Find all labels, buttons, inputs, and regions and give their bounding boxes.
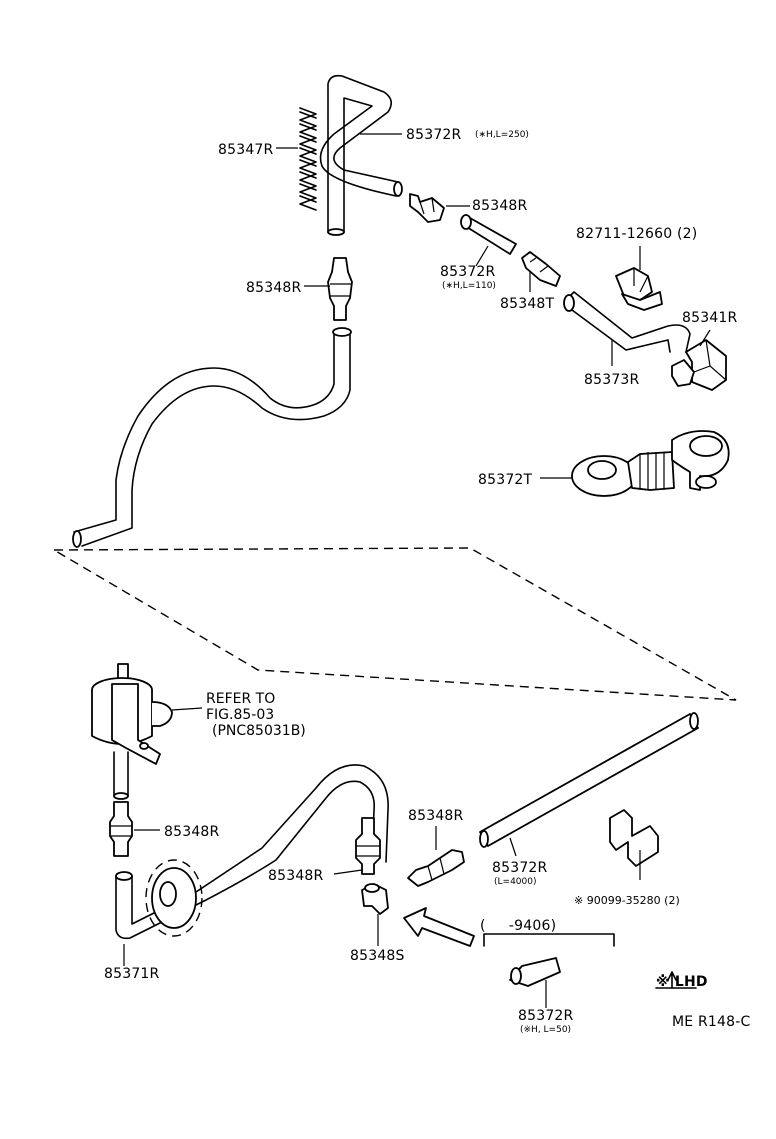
- label-85348S: 85348S: [350, 948, 405, 964]
- hose-85372R-long: [479, 712, 699, 848]
- label-date-range: ( -9406): [480, 918, 556, 934]
- label-85348R-b: 85348R: [246, 280, 302, 296]
- label-85348R-c: 85348R: [164, 824, 220, 840]
- ref-code: ME R148-C: [672, 1014, 750, 1030]
- label-85348R-a: 85348R: [472, 198, 528, 214]
- connector-85348T: [521, 251, 561, 287]
- label-85348T: 85348T: [500, 296, 555, 312]
- label-82711: 82711-12660 (2): [576, 226, 697, 242]
- valve-assembly: [91, 663, 173, 800]
- label-85372T: 85372T: [478, 472, 533, 488]
- refer-line-1: REFER TO: [206, 691, 275, 707]
- hose-85371R: [115, 764, 389, 940]
- label-85371R: 85371R: [104, 966, 160, 982]
- label-85348R-d: 85348R: [268, 868, 324, 884]
- bracket-85341R: [671, 339, 727, 391]
- connector-85348R-b: [327, 257, 353, 321]
- hose-85372R-top: [319, 74, 403, 236]
- label-85348R-e: 85348R: [408, 808, 464, 824]
- refer-line-3: (PNC85031B): [212, 723, 306, 739]
- label-85372R-top-sub: (∗H,L=250): [475, 130, 529, 140]
- hose-85372R-mid: [460, 214, 517, 255]
- hose-85373R: [563, 291, 691, 353]
- date-bracket: [483, 933, 615, 947]
- refer-line-2: FIG.85-03: [206, 707, 274, 723]
- hose-curve-upper: [72, 327, 352, 548]
- labels: 85347R 85372R (∗H,L=250) 85348R 82711-12…: [104, 127, 750, 1035]
- arrow-to-85348S: [403, 907, 475, 947]
- clip-90099: [609, 809, 659, 867]
- label-85372R-long: 85372R: [492, 860, 548, 876]
- hose-85372R-bot: [509, 957, 561, 987]
- elbow-85348S: [361, 883, 389, 915]
- label-85372R-top: 85372R: [406, 127, 462, 143]
- connector-85348R-d: [355, 817, 381, 875]
- label-85372R-mid: 85372R: [440, 264, 496, 280]
- clip-82711: [615, 267, 663, 311]
- leader-lines: [123, 133, 711, 1008]
- connector-85348R-e: [407, 849, 465, 887]
- label-85347R: 85347R: [218, 142, 274, 158]
- spring-85347R: [299, 107, 317, 211]
- label-85373R: 85373R: [584, 372, 640, 388]
- label-85372R-bot: 85372R: [518, 1008, 574, 1024]
- label-90099: ※ 90099-35280 (2): [574, 894, 680, 907]
- label-85372R-mid-sub: (∗H,L=110): [442, 281, 496, 291]
- connector-85348R-c: [109, 801, 133, 857]
- label-85372R-long-sub: (L=4000): [494, 877, 536, 887]
- grommet-85372T: [571, 430, 730, 497]
- legend-lhd: ※ LHD: [656, 974, 708, 990]
- connector-85348R-a: [409, 193, 445, 223]
- legend-symbol: [655, 971, 697, 989]
- label-85341R: 85341R: [682, 310, 738, 326]
- refer-leader: [171, 707, 203, 711]
- label-85372R-bot-sub: (※H, L=50): [520, 1025, 571, 1035]
- region-boundary: [51, 547, 737, 701]
